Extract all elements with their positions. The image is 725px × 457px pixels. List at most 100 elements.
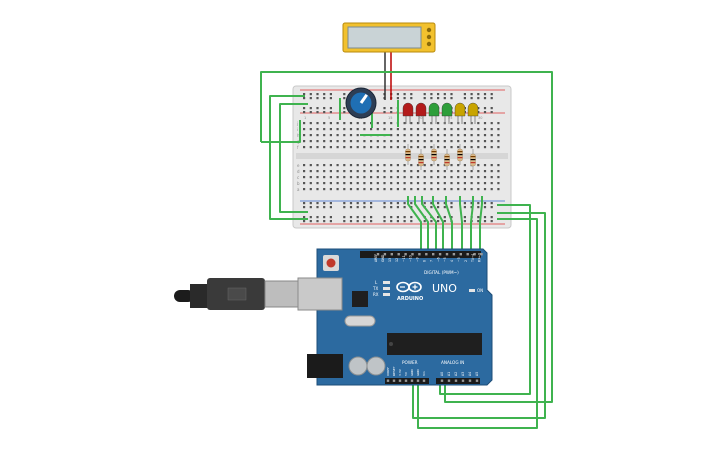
header-pin[interactable] [473,253,476,256]
breadboard-hole [323,140,326,143]
digital-jumper-wire[interactable] [445,196,453,252]
header-pin[interactable] [383,253,387,256]
left-rail-wire[interactable] [269,95,308,220]
breadboard-hole [463,97,466,100]
header-pin[interactable] [376,253,380,256]
lcd-display[interactable] [342,22,436,53]
potentiometer[interactable] [345,87,377,119]
resistor[interactable] [457,144,463,165]
breadboard-hole [316,206,319,209]
breadboard-hole [349,122,353,125]
header-pin[interactable] [445,253,449,256]
header-pin[interactable] [398,379,402,382]
breadboard-hole [437,128,440,131]
dc-power-jack [307,354,343,378]
breadboard-hole [309,206,312,209]
breadboard-hole [349,146,353,149]
digital-jumper-wire[interactable] [470,196,474,252]
right-loop-wire[interactable] [439,204,531,395]
header-pin[interactable] [390,253,393,256]
breadboard-hole [356,220,359,223]
led[interactable] [415,102,427,124]
breadboard-hole [329,111,332,114]
breadboard-hole [309,216,312,219]
led[interactable] [467,102,479,124]
header-pin[interactable] [418,253,421,256]
header-pin[interactable] [392,379,396,382]
led[interactable] [454,102,466,124]
header-pin[interactable] [404,253,407,256]
right-loop-wire[interactable] [417,218,538,429]
digital-pin-label: RX←0 [478,253,482,262]
header-pin[interactable] [411,253,414,256]
resistor[interactable] [444,149,450,170]
breadboard-hole [470,202,473,205]
breadboard-hole [403,122,406,125]
breadboard-hole [343,97,346,100]
digital-pin-label: ~6 [436,257,440,262]
breadboard-hole [443,140,446,143]
header-pin[interactable] [461,379,465,382]
header-pin[interactable] [410,379,414,382]
breadboard-hole [470,182,473,185]
tx-label: TX [372,286,378,291]
breadboard[interactable]: j i h g f e d c b a 1 5 10 15 20 25 30 [292,85,512,229]
breadboard-hole [309,107,312,110]
breadboard-hole [323,93,326,96]
breadboard-hole [336,182,339,185]
digital-jumper-wire[interactable] [432,196,444,252]
breadboard-hole [457,182,460,185]
header-pin[interactable] [425,253,428,256]
usb-cable[interactable] [174,278,299,310]
breadboard-hole [316,146,319,149]
breadboard-hole [416,188,420,191]
digital-jumper-wire[interactable] [479,196,483,252]
row-letter: c [297,175,299,180]
breadboard-hole [483,122,487,125]
breadboard-hole [477,220,480,223]
left-jumper-wire[interactable] [261,120,301,143]
breadboard-hole [430,146,433,149]
breadboard-hole [443,97,446,100]
header-pin[interactable] [432,253,435,256]
header-pin[interactable] [404,379,408,382]
led[interactable] [441,102,453,124]
left-rail-wire[interactable] [279,103,308,213]
digital-jumper-wire[interactable] [407,196,422,252]
breadboard-hole [477,128,480,131]
breadboard-hole [396,176,399,179]
breadboard-hole [463,146,466,149]
resistor[interactable] [431,144,437,165]
header-pin[interactable] [454,379,458,382]
header-pin[interactable] [422,379,426,382]
digital-pin-label: 7 [429,260,433,262]
breadboard-hole [383,146,386,149]
header-pin[interactable] [440,379,444,382]
arduino-uno-board[interactable]: L TX RX ON ARDUINO UNO DIGITAL (PWM~) PO… [297,248,493,386]
led[interactable] [428,102,440,124]
resistor[interactable] [405,144,411,165]
header-pin[interactable] [447,379,451,382]
resistor[interactable] [418,149,424,170]
header-pin[interactable] [466,253,469,256]
header-pin[interactable] [438,253,442,256]
outer-loop-wire[interactable] [260,71,553,403]
header-pin[interactable] [468,379,472,382]
breadboard-hole [403,188,406,191]
breadboard-hole [423,146,426,149]
resistor[interactable] [470,149,476,170]
header-pin[interactable] [480,253,483,256]
header-pin[interactable] [397,253,400,256]
digital-jumper-wire[interactable] [414,196,429,252]
header-pin[interactable] [475,379,479,382]
header-pin[interactable] [416,379,420,382]
breadboard-hole [376,176,379,179]
digital-jumper-wire[interactable] [421,196,437,252]
header-pin[interactable] [459,253,462,256]
digital-jumper-wire[interactable] [459,196,463,252]
header-pin[interactable] [386,379,390,382]
breadboard-hole [329,146,332,149]
breadboard-hole [403,93,406,96]
header-pin[interactable] [452,253,456,256]
led[interactable] [402,102,414,124]
